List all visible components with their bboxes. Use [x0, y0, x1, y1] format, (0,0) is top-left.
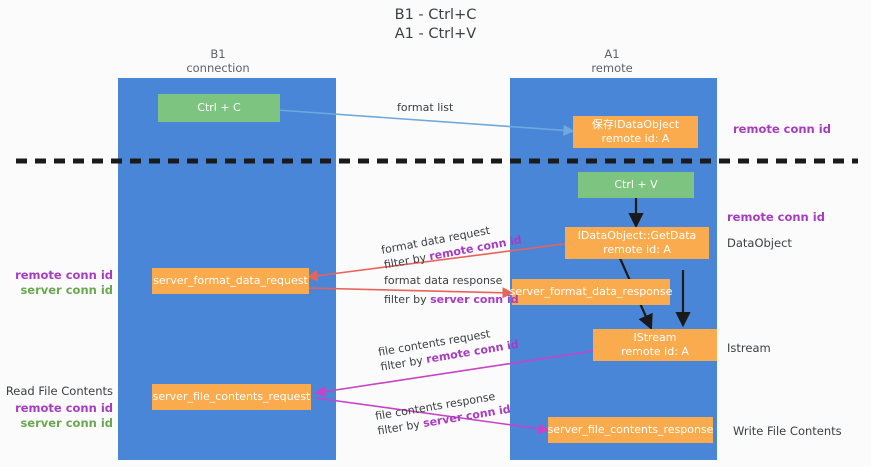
node-ctrl-c[interactable]: Ctrl + C	[158, 94, 280, 122]
edge-fdres-line1: format data response	[384, 274, 503, 287]
edge-fdres-line2-pre: filter by	[384, 293, 431, 306]
annotation-remote-conn-id-top-text: remote conn id	[733, 122, 831, 136]
column-b1-name: B1	[210, 47, 226, 61]
edge-fdres-line2-em: server conn id	[430, 293, 519, 306]
node-server-file-contents-request[interactable]: server_file_contents_request	[152, 384, 311, 410]
annotation-remote-conn-id-top: remote conn id	[733, 122, 831, 137]
node-getdata-label: IDataObject::GetData	[577, 229, 697, 242]
edge-label-format-data-response: format data response filter by server co…	[384, 273, 519, 307]
annotation-istream: Istream	[727, 341, 771, 356]
node-getdata-sub: remote id: A	[603, 243, 671, 256]
annotation-dataobject: DataObject	[727, 236, 792, 251]
annotation-ids-bottom: remote conn id server conn id	[0, 401, 113, 431]
edge-label-format-data-request: format data request filter by remote con…	[380, 218, 523, 273]
node-server-format-data-request-label: server_format_data_request	[153, 274, 308, 287]
annotation-read-file-contents-text: Read File Contents	[5, 384, 113, 398]
title-line-1: B1 - Ctrl+C	[394, 7, 477, 23]
edge-label-file-contents-request: file contents request filter by remote c…	[377, 322, 520, 375]
annotation-ids-middle-line1: remote conn id	[15, 268, 113, 282]
node-server-format-data-response[interactable]: server_format_data_response	[509, 279, 673, 305]
annotation-remote-conn-id-mid: remote conn id	[727, 210, 825, 225]
column-header-b1: B1 connection	[118, 47, 318, 75]
node-istream[interactable]: IStream remote id: A	[593, 329, 717, 361]
title-line-2: A1 - Ctrl+V	[394, 26, 477, 42]
node-istream-sub: remote id: A	[621, 345, 689, 358]
node-idataobject-sub: remote id: A	[601, 132, 670, 145]
edge-fdres-line2: filter by server conn id	[384, 292, 519, 307]
annotation-write-file-contents: Write File Contents	[733, 424, 842, 439]
annotation-dataobject-text: DataObject	[727, 236, 792, 250]
node-server-file-contents-request-label: server_file_contents_request	[152, 390, 311, 403]
column-b1-sub: connection	[186, 61, 250, 75]
column-header-a1: A1 remote	[512, 47, 712, 75]
node-server-file-contents-response-label: server_file_contents_response	[547, 423, 714, 436]
node-server-file-contents-response[interactable]: server_file_contents_response	[548, 417, 713, 443]
annotation-read-file-contents: Read File Contents	[0, 384, 113, 399]
page-title: B1 - Ctrl+C A1 - Ctrl+V	[0, 6, 871, 44]
node-ctrl-c-label: Ctrl + C	[197, 101, 241, 114]
node-idataobject-getdata[interactable]: IDataObject::GetData remote id: A	[565, 227, 709, 259]
column-a1-name: A1	[604, 47, 620, 61]
annotation-remote-conn-id-mid-text: remote conn id	[727, 210, 825, 224]
node-idataobject-remote[interactable]: 保存IDataObject remote id: A	[573, 116, 698, 148]
annotation-ids-bottom-line1: remote conn id	[15, 401, 113, 415]
node-ctrl-v[interactable]: Ctrl + V	[578, 172, 694, 198]
edge-label-format-list: format list	[397, 100, 453, 115]
node-server-format-data-response-label: server_format_data_response	[509, 285, 673, 298]
node-istream-label: IStream	[633, 331, 677, 344]
annotation-ids-middle: remote conn id server conn id	[0, 268, 113, 298]
annotation-ids-middle-line2: server conn id	[20, 283, 113, 297]
node-ctrl-v-label: Ctrl + V	[614, 178, 658, 191]
column-a1-sub: remote	[591, 61, 633, 75]
node-server-format-data-request[interactable]: server_format_data_request	[152, 268, 309, 294]
edge-format-list-line1: format list	[397, 101, 454, 114]
annotation-write-file-contents-text: Write File Contents	[733, 424, 842, 438]
node-idataobject-label: 保存IDataObject	[591, 118, 680, 131]
annotation-istream-text: Istream	[727, 341, 771, 355]
edge-label-file-contents-response: file contents response filter by server …	[374, 387, 512, 439]
annotation-ids-bottom-line2: server conn id	[20, 416, 113, 430]
